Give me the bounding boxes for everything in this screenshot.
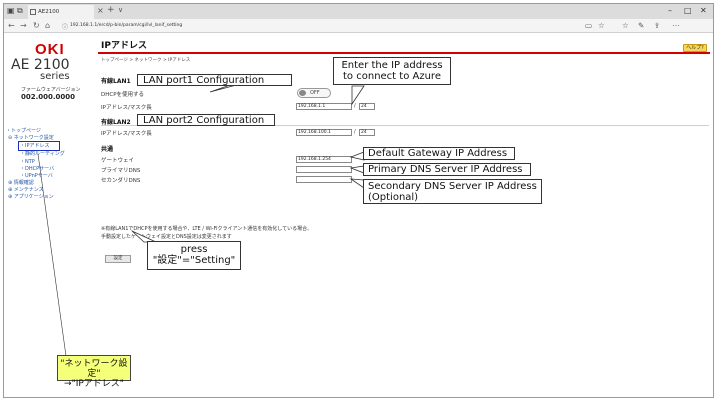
gateway-callout: Default Gateway IP Address <box>363 147 515 160</box>
lan2-divider <box>101 125 709 126</box>
refresh-icon[interactable]: ↻ <box>33 21 40 30</box>
dns1-field[interactable] <box>296 166 352 173</box>
browser-window: ▣ ⧉ AE2100 × + ∨ – □ ✕ ← → ↻ ⌂ ⓘ 192.168… <box>3 3 714 398</box>
info-icon[interactable]: ⓘ <box>62 24 69 31</box>
lan1-ip-label: IPアドレス/マスク長 <box>101 105 152 111</box>
forward-icon[interactable]: → <box>20 21 27 30</box>
gateway-field[interactable]: 192.168.1.254 <box>296 156 352 163</box>
chevron-down-icon[interactable]: ∨ <box>118 6 124 14</box>
dhcp-state: OFF <box>310 90 320 96</box>
dhcp-toggle[interactable]: OFF <box>297 88 331 98</box>
firmware-label: ファームウェアバージョン <box>21 87 81 93</box>
toggle-knob <box>299 90 306 96</box>
azure-text-2: to connect to Azure <box>343 71 441 82</box>
note-line-2: 手動設定したゲートウェイ設定とDNS設定は変更されます <box>101 234 232 240</box>
notes-icon[interactable]: ✎ <box>638 21 645 30</box>
tab-title: AE2100 <box>38 9 60 15</box>
common-title: 共通 <box>101 146 114 153</box>
home-icon[interactable]: ⌂ <box>45 21 51 30</box>
tab-bar: ▣ ⧉ AE2100 × + ∨ – □ ✕ <box>4 4 713 19</box>
sidebar-item-dhcp[interactable]: ・DHCPサーバ <box>20 166 55 172</box>
model-series: series <box>40 71 70 82</box>
dns1-label: プライマリDNS <box>101 168 141 174</box>
dns2-callout-text-2: (Optional) <box>368 192 419 203</box>
oki-logo: OKI <box>35 41 65 58</box>
press-text-2: "設定"="Setting" <box>152 255 236 266</box>
lan1-mask-field[interactable]: 24 <box>359 103 375 110</box>
dhcp-note: ※有線LAN1でDHCPを使用する場合や、LTE / Wi-Fiクライアント通信… <box>101 225 312 241</box>
nav-callout: "ネットワーク設定" →"IPアドレス" <box>57 355 131 389</box>
slash-separator: / <box>354 129 356 135</box>
note-line-1: ※有線LAN1でDHCPを使用する場合や、LTE / Wi-Fiクライアント通信… <box>101 226 313 232</box>
firmware-version: 002.000.0000 <box>21 93 76 101</box>
page-title: IPアドレス <box>101 41 147 51</box>
sidebar-item-application[interactable]: ⊕ アプリケーション <box>8 194 54 200</box>
sidebar-item-routing[interactable]: ・静的ルーティング <box>20 151 65 157</box>
lan2-mask-field[interactable]: 24 <box>359 129 375 136</box>
tab-actions-icon[interactable]: ▣ <box>7 6 15 15</box>
nav-text-1: "ネットワーク設定" <box>60 359 128 379</box>
main-content: IPアドレス ヘルプ? トップページ > ネットワーク > IPアドレス 有線L… <box>98 34 713 397</box>
azure-callout: Enter the IP address to connect to Azure <box>333 57 451 85</box>
share-icon[interactable]: ⇪ <box>654 21 661 30</box>
browser-tab[interactable]: AE2100 <box>28 5 94 19</box>
lan2-config-text: LAN port2 Configuration <box>143 115 265 126</box>
back-icon[interactable]: ← <box>8 21 15 30</box>
reading-view-icon[interactable]: ▭ <box>585 21 593 30</box>
nav-text-2: →"IPアドレス" <box>64 379 124 389</box>
model-name: AE 2100 <box>11 57 70 73</box>
dns2-callout: Secondary DNS Server IP Address (Optiona… <box>363 179 542 204</box>
lan1-config-callout: LAN port1 Configuration <box>137 74 292 86</box>
sidebar-item-ip-address[interactable]: ・IPアドレス <box>20 143 50 149</box>
gateway-callout-text: Default Gateway IP Address <box>368 148 508 159</box>
azure-text-1: Enter the IP address <box>341 60 443 71</box>
dns1-callout-text: Primary DNS Server IP Address <box>368 164 523 175</box>
sidebar-item-top[interactable]: ・トップページ <box>6 128 41 134</box>
lan1-ip-field[interactable]: 192.168.1.1 <box>296 103 352 110</box>
close-tab-icon[interactable]: × <box>97 6 104 15</box>
sidebar-item-ntp[interactable]: ・NTP <box>20 159 35 165</box>
sidebar-item-maintenance[interactable]: ⊕ メンテナンス <box>8 187 44 193</box>
press-text-1: press <box>180 244 208 255</box>
sidebar-item-network[interactable]: ⊖ ネットワーク設定 <box>8 135 54 141</box>
ip-address-highlight <box>18 141 60 151</box>
dns2-callout-text-1: Secondary DNS Server IP Address <box>368 181 537 192</box>
press-callout: press "設定"="Setting" <box>147 241 241 270</box>
lan1-dhcp-label: DHCPを使用する <box>101 92 145 98</box>
lan2-ip-field[interactable]: 192.168.100.1 <box>296 129 352 136</box>
help-button[interactable]: ヘルプ? <box>683 44 707 52</box>
page-favicon-icon <box>30 9 36 15</box>
dns1-callout: Primary DNS Server IP Address <box>363 163 531 176</box>
breadcrumb[interactable]: トップページ > ネットワーク > IPアドレス <box>101 58 191 63</box>
more-icon[interactable]: ⋯ <box>672 21 680 30</box>
minimize-icon[interactable]: – <box>668 6 672 15</box>
tab-restore-icon[interactable]: ⧉ <box>17 6 23 15</box>
dns2-field[interactable] <box>296 176 352 183</box>
sidebar-item-info[interactable]: ⊕ 情報確認 <box>8 180 34 186</box>
favorite-icon[interactable]: ☆ <box>598 21 605 30</box>
lan2-config-callout: LAN port2 Configuration <box>137 114 275 126</box>
lan2-ip-label: IPアドレス/マスク長 <box>101 131 152 137</box>
favorites-hub-icon[interactable]: ☆ <box>622 21 629 30</box>
lan2-title: 有線LAN2 <box>101 119 131 126</box>
sidebar-item-upnp[interactable]: ・UPnPサーバ <box>20 173 53 179</box>
new-tab-icon[interactable]: + <box>107 5 115 15</box>
set-button[interactable]: 設定 <box>105 255 131 263</box>
maximize-icon[interactable]: □ <box>684 6 692 15</box>
url-field[interactable]: 192.168.1.1/ercd/p-bin/param/cgi/lvl_lan… <box>70 23 183 28</box>
lan1-title: 有線LAN1 <box>101 78 131 85</box>
title-divider <box>98 52 710 54</box>
close-window-icon[interactable]: ✕ <box>700 6 707 15</box>
address-bar: ← → ↻ ⌂ ⓘ 192.168.1.1/ercd/p-bin/param/c… <box>4 19 713 33</box>
lan1-config-text: LAN port1 Configuration <box>143 75 265 86</box>
slash-separator: / <box>354 103 356 109</box>
sidebar: OKI AE 2100 series ファームウェアバージョン 002.000.… <box>4 34 95 397</box>
gateway-label: ゲートウェイ <box>101 158 135 164</box>
dns2-label: セカンダリDNS <box>101 178 141 184</box>
